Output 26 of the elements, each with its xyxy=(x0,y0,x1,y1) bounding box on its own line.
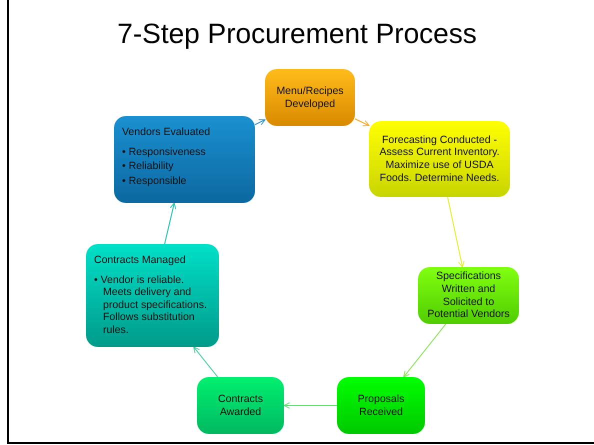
process-box xyxy=(265,69,355,126)
bullet-item: • Responsible xyxy=(122,174,188,188)
box-heading: Vendors Evaluated xyxy=(122,126,210,139)
process-box xyxy=(418,267,519,324)
bullet-item: • Vendor is reliable. Meets delivery and product specifications. Follows substitution rules. xyxy=(94,274,208,337)
box-text: Menu/Recipes Developed xyxy=(275,84,345,110)
arrow xyxy=(254,119,266,126)
arrow xyxy=(164,202,176,244)
process-box xyxy=(86,244,219,347)
bullet-item: • Responsiveness xyxy=(122,146,207,158)
arrow xyxy=(447,196,464,268)
process-box xyxy=(337,377,425,434)
arrow xyxy=(403,324,446,378)
bullet-item: • Reliability xyxy=(122,160,175,173)
box-heading: Contracts Managed xyxy=(94,254,186,267)
arrow xyxy=(354,118,370,126)
box-text: Specifications Written and Solicited to Potential Vendors xyxy=(426,270,511,321)
box-text: Forecasting Conducted - Assess Current Inventory. Maximize use of USDA Foods. Determine Needs. xyxy=(378,134,501,184)
box-text: Proposals Received xyxy=(356,392,406,418)
process-box xyxy=(197,377,284,434)
arrow xyxy=(193,346,218,378)
arrow xyxy=(284,402,338,409)
slide-title: 7-Step Procurement Process xyxy=(116,18,478,50)
process-box xyxy=(369,121,510,197)
process-box xyxy=(114,116,255,203)
box-text: Contracts Awarded xyxy=(217,392,264,418)
